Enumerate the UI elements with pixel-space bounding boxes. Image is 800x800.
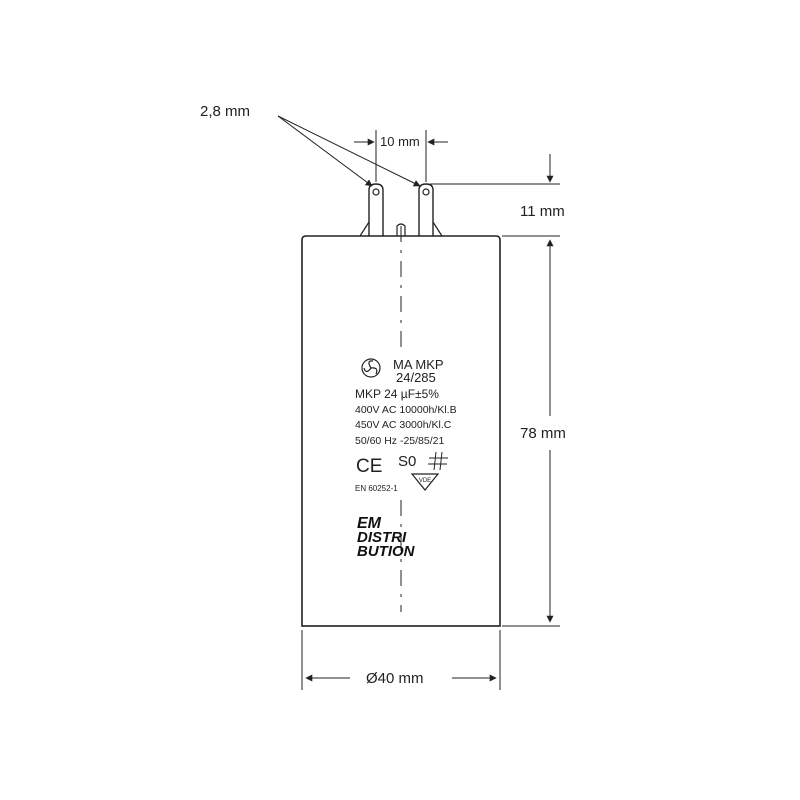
- s0-mark: S0: [398, 453, 416, 470]
- vde-mark-icon: VDE: [410, 473, 440, 491]
- fan-logo-icon: [361, 358, 381, 378]
- hash-icon: [428, 451, 448, 471]
- vde-mark-text: VDE: [419, 478, 431, 484]
- dimension-pin-spacing: 10 mm: [354, 130, 448, 182]
- capacitor-body: [301, 235, 501, 627]
- product-label: MA MKP 24/285 MKP 24 µF±5% 400V AC 10000…: [355, 357, 457, 493]
- dimension-pin-height: 11 mm: [430, 154, 565, 237]
- brand-line-2: DISTRI: [357, 529, 407, 546]
- terminal-center-stub: [396, 223, 406, 236]
- body-height-label: 78 mm: [520, 425, 566, 442]
- standard-text: EN 60252-1: [355, 484, 398, 493]
- brand-line-3: BUTION: [357, 543, 416, 560]
- series-line-2: 24/285: [396, 370, 436, 385]
- series-line-1: MA MKP: [393, 357, 444, 372]
- terminal-left: [359, 183, 384, 237]
- pin-width-label: 2,8 mm: [200, 103, 250, 120]
- ce-mark: CE: [356, 456, 382, 477]
- pin-spacing-label: 10 mm: [380, 134, 420, 149]
- dimension-body-height: 78 mm: [502, 239, 566, 627]
- dimension-diameter: Ø40 mm: [301, 630, 501, 690]
- terminal-right: [418, 183, 443, 237]
- brand-line-1: EM: [357, 515, 382, 532]
- diameter-label: Ø40 mm: [366, 670, 424, 687]
- pin-height-label: 11 mm: [520, 203, 565, 220]
- rating-400v-text: 400V AC 10000h/Kl.B: [355, 404, 457, 416]
- brand-logo: EM DISTRI BUTION: [357, 515, 416, 560]
- climate-text: 50/60 Hz -25/85/21: [355, 435, 444, 447]
- dimension-pin-width: 2,8 mm: [200, 103, 421, 187]
- rating-450v-text: 450V AC 3000h/Kl.C: [355, 419, 452, 431]
- capacitance-text: MKP 24 µF±5%: [355, 387, 439, 401]
